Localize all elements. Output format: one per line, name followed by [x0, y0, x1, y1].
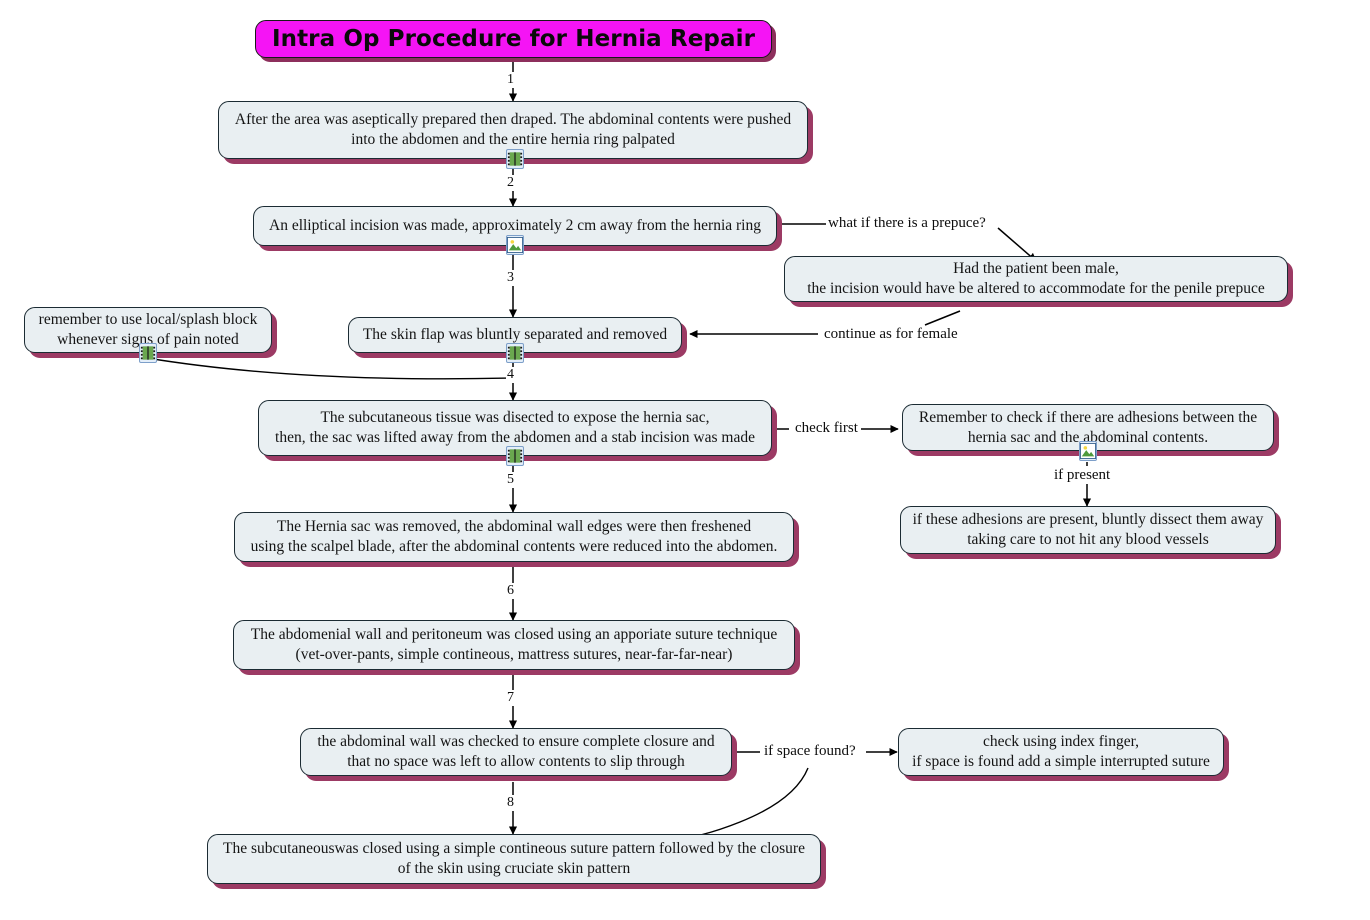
node-space-check[interactable]: check using index finger, if space is fo… — [898, 728, 1224, 776]
film-icon[interactable] — [506, 446, 524, 466]
node-local-block-note[interactable]: remember to use local/splash block whene… — [24, 307, 272, 353]
film-icon[interactable] — [506, 149, 524, 169]
node-adhesion-action-text: if these adhesions are present, bluntly … — [912, 511, 1264, 548]
node-step-8-text: The subcutaneouswas closed using a simpl… — [223, 840, 805, 877]
node-step-8[interactable]: The subcutaneouswas closed using a simpl… — [207, 834, 821, 884]
node-prepuce-note[interactable]: Had the patient been male, the incision … — [784, 256, 1288, 302]
edge-label-prepuce: what if there is a prepuce? — [826, 215, 988, 232]
node-step-7[interactable]: the abdominal wall was checked to ensure… — [300, 728, 732, 776]
edge-number-2: 2 — [506, 175, 515, 191]
node-local-block-note-text: remember to use local/splash block whene… — [38, 311, 258, 348]
edge-label-check-first: check first — [793, 420, 860, 437]
film-icon[interactable] — [506, 343, 524, 363]
image-icon[interactable] — [1079, 441, 1097, 461]
node-step-4-text: The subcutaneous tissue was disected to … — [275, 409, 755, 446]
node-step-5[interactable]: The Hernia sac was removed, the abdomina… — [234, 512, 794, 562]
node-step-5-text: The Hernia sac was removed, the abdomina… — [250, 518, 778, 555]
node-step-2-text: An elliptical incision was made, approxi… — [269, 217, 761, 235]
edge-number-1: 1 — [506, 72, 515, 88]
edge-space-curve-to-n8 — [669, 767, 809, 841]
node-step-4[interactable]: The subcutaneous tissue was disected to … — [258, 400, 772, 456]
node-space-check-text: check using index finger, if space is fo… — [912, 733, 1210, 770]
edge-number-6: 6 — [506, 583, 515, 599]
edge-label-if-present: if present — [1052, 467, 1113, 484]
edge-local-note-curve — [146, 357, 514, 380]
edge-label-continue-female: continue as for female — [822, 326, 960, 343]
image-icon[interactable] — [506, 235, 524, 255]
edge-number-5: 5 — [506, 472, 515, 488]
edge-number-8: 8 — [506, 795, 515, 811]
node-step-1-text: After the area was aseptically prepared … — [234, 111, 792, 148]
node-prepuce-note-text: Had the patient been male, the incision … — [807, 260, 1265, 297]
node-adhesion-action[interactable]: if these adhesions are present, bluntly … — [900, 506, 1276, 554]
edge-number-3: 3 — [506, 270, 515, 286]
film-icon[interactable] — [139, 343, 157, 363]
edge-number-4: 4 — [506, 367, 515, 383]
node-step-7-text: the abdominal wall was checked to ensure… — [317, 733, 715, 770]
edge-prepuce-to-female-label — [924, 310, 961, 326]
edge-number-7: 7 — [506, 690, 515, 706]
node-step-6[interactable]: The abdomenial wall and peritoneum was c… — [233, 620, 795, 670]
edge-label-if-space-found: if space found? — [762, 743, 858, 760]
node-step-3-text: The skin flap was bluntly separated and … — [362, 326, 668, 344]
node-step-6-text: The abdomenial wall and peritoneum was c… — [250, 626, 778, 663]
diagram-title: Intra Op Procedure for Hernia Repair — [255, 20, 772, 58]
node-step-3[interactable]: The skin flap was bluntly separated and … — [348, 317, 682, 353]
node-adhesion-check-text: Remember to check if there are adhesions… — [918, 408, 1258, 446]
